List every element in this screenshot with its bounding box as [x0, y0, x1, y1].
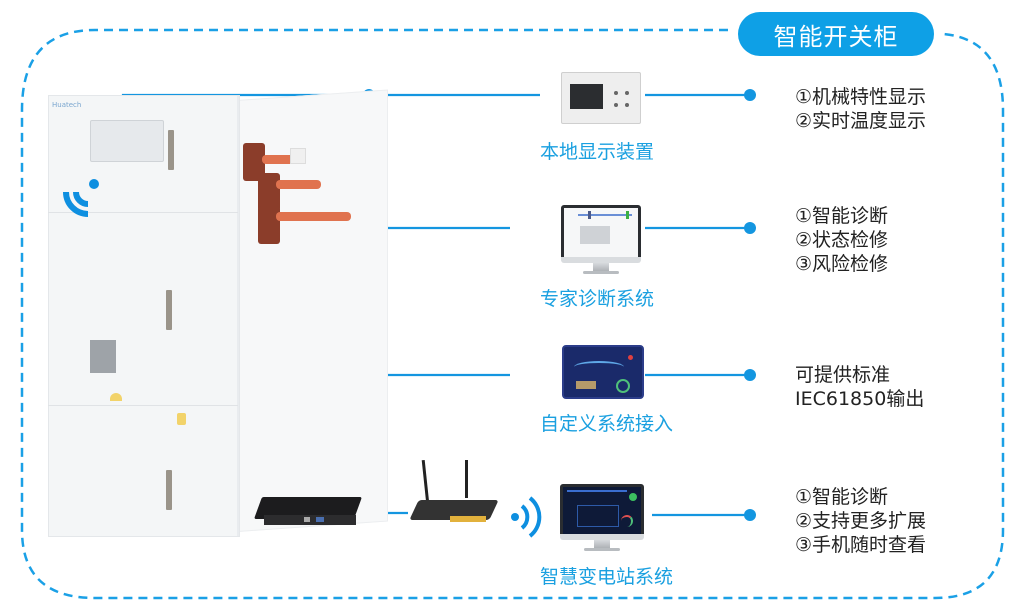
busbar-terminal — [290, 148, 306, 164]
connector-dot — [744, 89, 756, 101]
feature-item: ③手机随时查看 — [795, 534, 927, 556]
feature-item: ③风险检修 — [795, 253, 889, 275]
busbar — [276, 212, 351, 221]
feature-item: 可提供标准 — [795, 364, 891, 386]
lock-icon — [177, 413, 186, 425]
feature-list-custom-access: 可提供标准 IEC61850输出 — [795, 363, 924, 411]
feature-item: ①机械特性显示 — [795, 86, 927, 108]
display-panel-icon — [561, 72, 641, 124]
node-label-local-display: 本地显示装置 — [540, 141, 655, 163]
title-badge: 智能开关柜 — [738, 12, 934, 56]
cabinet-brand: Huatech — [52, 101, 82, 109]
feature-item: ②实时温度显示 — [795, 110, 927, 132]
4g-router-icon — [409, 459, 500, 530]
branch-trunk-line — [367, 95, 510, 377]
indicator-icon — [110, 393, 122, 401]
busbar — [276, 180, 321, 189]
connector-dot — [744, 222, 756, 234]
node-label-custom-access: 自定义系统接入 — [540, 413, 674, 435]
desktop-monitor-icon — [561, 205, 641, 277]
relay-module — [90, 120, 164, 162]
node-label-expert-diagnosis: 专家诊断系统 — [540, 288, 655, 310]
feature-item: ①智能诊断 — [795, 486, 889, 508]
tablet-dashboard-icon — [562, 345, 644, 399]
feature-list-smart-substation: ①智能诊断 ②支持更多扩展 ③手机随时查看 — [795, 485, 926, 557]
door-handle — [166, 290, 172, 330]
desktop-monitor-icon — [560, 484, 644, 556]
wifi-signal-icon — [63, 179, 99, 217]
wireless-signal-icon — [511, 496, 542, 538]
busbar — [262, 155, 300, 164]
bushing — [258, 206, 280, 244]
feature-item: IEC61850输出 — [795, 388, 925, 410]
bushing — [258, 173, 280, 211]
door-handle — [166, 470, 172, 510]
connector-dot — [744, 509, 756, 521]
feature-item: ②支持更多扩展 — [795, 510, 927, 532]
connector-dot — [744, 369, 756, 381]
industrial-pc-icon — [253, 497, 363, 527]
node-label-smart-substation: 智慧变电站系统 — [540, 566, 674, 588]
dashed-frame — [20, 28, 1005, 600]
feature-item: ①智能诊断 — [795, 205, 889, 227]
door-handle — [168, 130, 174, 170]
feature-list-expert-diagnosis: ①智能诊断 ②状态检修 ③风险检修 — [795, 204, 888, 276]
feature-item: ②状态检修 — [795, 229, 889, 251]
bushing — [243, 143, 265, 181]
cabinet-front-panel — [48, 95, 240, 537]
cabinet-divider — [48, 212, 238, 213]
cabinet-divider — [48, 405, 238, 406]
inspection-window — [90, 340, 116, 373]
feature-list-local-display: ①机械特性显示 ②实时温度显示 — [795, 85, 926, 133]
